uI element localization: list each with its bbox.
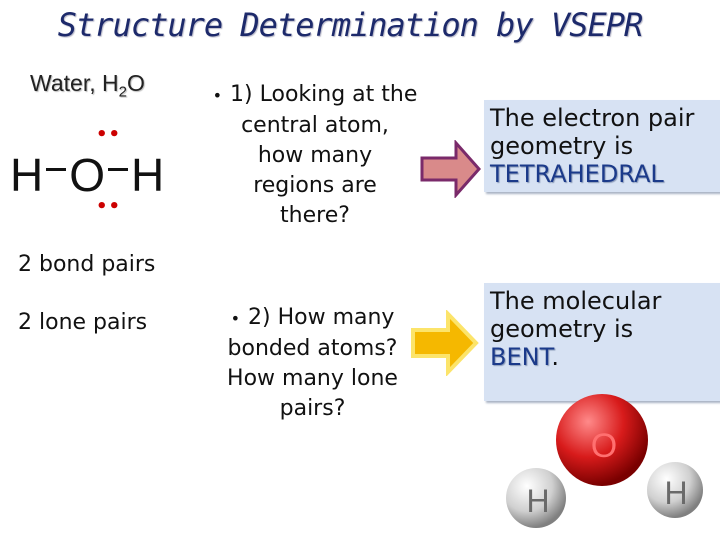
slide-title: Structure Determination by VSEPR [57,6,644,44]
water-label: Water, H [30,70,119,96]
oxygen-atom: O [69,149,106,201]
bond-pairs-label: 2 bond pairs [18,252,156,277]
question-2: • 2) How many bonded atoms? How many lone… [200,303,425,424]
question-1-line-3: how many [257,143,373,168]
answer-2-line-1: The molecular [490,287,662,315]
lone-pair-dots-bottom: •• [96,196,122,217]
question-1-line-1: 1) Looking at the [230,82,418,107]
lone-pair-dots-top: •• [96,124,122,145]
electron-geometry-answer: The electron pair geometry is TETRAHEDRA… [484,100,720,192]
answer-1-highlight: TETRAHEDRAL [490,160,664,188]
question-1-line-5: there? [280,203,350,228]
question-2-line-4: pairs? [279,396,346,421]
question-1: • 1) Looking at the central atom, how man… [200,80,430,231]
question-2-line-3: How many lone [227,366,398,391]
bullet-dot: • [212,86,223,105]
hydrogen-left-atom: H [10,149,44,201]
oxygen-label: O [591,427,617,465]
arrow-right-icon [420,140,482,198]
lewis-structure: •• H O H •• [10,124,200,230]
water-molecule-model: O H H [506,394,703,528]
answer-2-tail: . [551,343,560,371]
water-formula: Water, H2O [30,70,145,101]
answer-2-highlight: BENT [490,343,552,371]
question-2-line-1: 2) How many [248,305,395,330]
hydrogen-right-atom: H [131,149,165,201]
hydrogen-sphere-right [647,462,703,518]
hydrogen-right-label: H [664,475,687,511]
arrow-right-icon [411,310,479,376]
bullet-dot: • [230,309,240,328]
water-subscript: 2 [118,83,127,101]
molecular-geometry-answer: The molecular geometry is BENT. [484,283,720,401]
water-label-tail: O [126,70,145,96]
oxygen-sphere [556,394,648,486]
answer-1-line-1: The electron pair [490,104,695,132]
lewis-atoms: H O H [10,148,164,202]
question-1-line-2: central atom, [241,113,389,138]
lone-pairs-label: 2 lone pairs [18,310,148,335]
hydrogen-left-label: H [526,483,549,519]
question-1-line-4: regions are [253,173,377,198]
bond-line-left [46,167,67,171]
bond-line-right [108,167,129,171]
hydrogen-sphere-left [506,468,566,528]
question-2-line-2: bonded atoms? [227,336,398,361]
answer-1-line-2: geometry is [490,132,634,160]
answer-2-line-2: geometry is [490,315,634,343]
